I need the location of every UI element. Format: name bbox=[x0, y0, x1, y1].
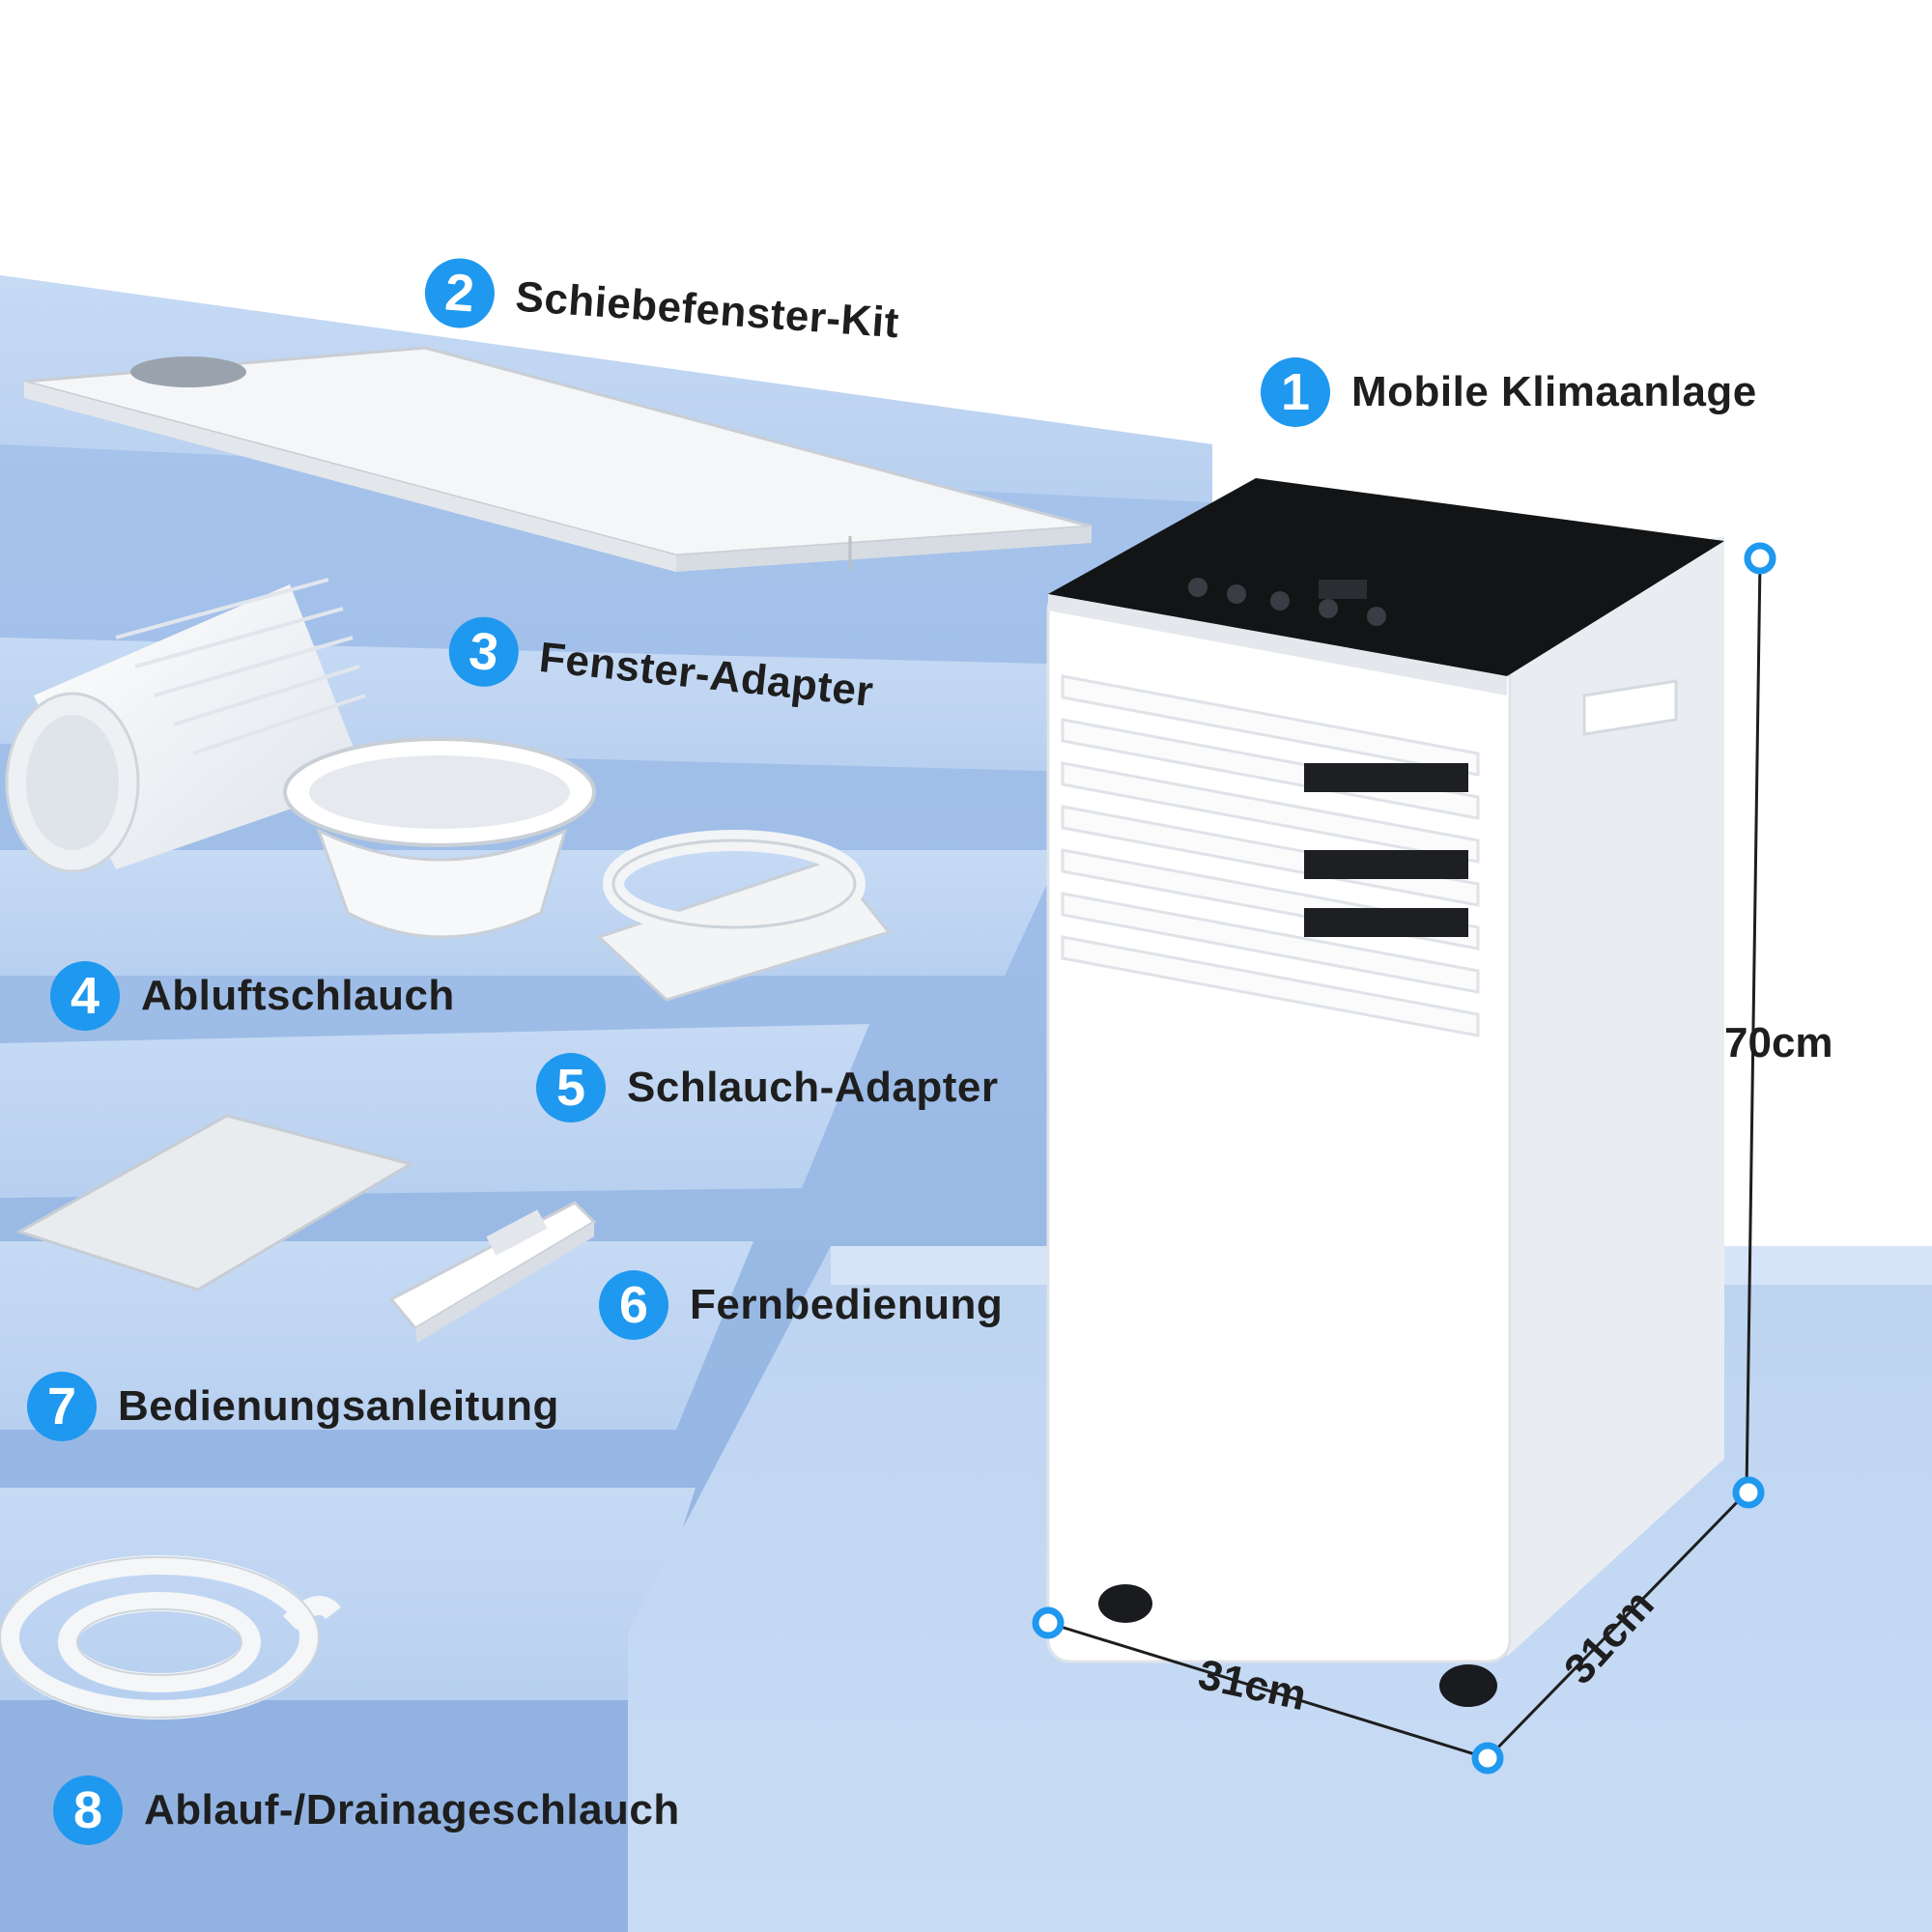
callout-hose-adapter: 5 Schlauch-Adapter bbox=[536, 1053, 999, 1122]
air-conditioner-unit bbox=[1046, 478, 1724, 1707]
dimension-lines bbox=[1047, 559, 1762, 1760]
item-label: Fernbedienung bbox=[690, 1281, 1004, 1328]
callout-air-conditioner: 1 Mobile Klimaanlage bbox=[1261, 357, 1757, 427]
window-adapter bbox=[283, 737, 596, 939]
dim-marker-left bbox=[1032, 1606, 1065, 1639]
dimension-markers bbox=[1032, 542, 1776, 1775]
control-panel-top bbox=[1048, 478, 1724, 676]
item-number-badge: 6 bbox=[599, 1270, 668, 1340]
item-number-badge: 1 bbox=[1261, 357, 1330, 427]
remote-control bbox=[388, 1201, 597, 1343]
dim-marker-bottom bbox=[1471, 1742, 1504, 1775]
dimension-height-label: 70cm bbox=[1724, 1019, 1833, 1066]
air-louvres bbox=[1061, 674, 1480, 1037]
item-number-badge: 3 bbox=[445, 613, 523, 691]
drain-hose bbox=[0, 1555, 341, 1719]
step-6-top bbox=[0, 1488, 696, 1700]
item-number-badge: 4 bbox=[50, 961, 120, 1031]
exhaust-hose bbox=[5, 578, 367, 873]
item-number-badge: 7 bbox=[27, 1372, 97, 1441]
wheel-front-right bbox=[1439, 1664, 1497, 1707]
sliding-window-kit bbox=[23, 346, 1093, 572]
side-handle bbox=[1582, 679, 1678, 736]
item-number-badge: 2 bbox=[422, 256, 497, 330]
item-label: Ablauf-/Drainageschlauch bbox=[144, 1786, 680, 1833]
manual-sheet bbox=[15, 1114, 414, 1292]
callout-drain-hose: 8 Ablauf-/Drainageschlauch bbox=[53, 1776, 680, 1845]
callout-exhaust-hose: 4 Abluftschlauch bbox=[50, 961, 455, 1031]
wheel-front-left bbox=[1098, 1584, 1152, 1623]
callout-remote-control: 6 Fernbedienung bbox=[599, 1270, 1003, 1340]
item-number-badge: 5 bbox=[536, 1053, 606, 1122]
dim-marker-top bbox=[1744, 542, 1776, 575]
step-6-face bbox=[0, 1700, 628, 1932]
item-label: Mobile Klimaanlage bbox=[1351, 368, 1757, 415]
item-label: Bedienungsanleitung bbox=[118, 1382, 559, 1430]
dim-marker-mid bbox=[1732, 1476, 1765, 1509]
hose-adapter bbox=[596, 830, 892, 1002]
step-5-top bbox=[0, 1241, 753, 1430]
callout-manual: 7 Bedienungsanleitung bbox=[27, 1372, 559, 1441]
item-number-badge: 8 bbox=[53, 1776, 123, 1845]
item-label: Schlauch-Adapter bbox=[627, 1064, 999, 1111]
item-label: Abluftschlauch bbox=[141, 972, 455, 1019]
